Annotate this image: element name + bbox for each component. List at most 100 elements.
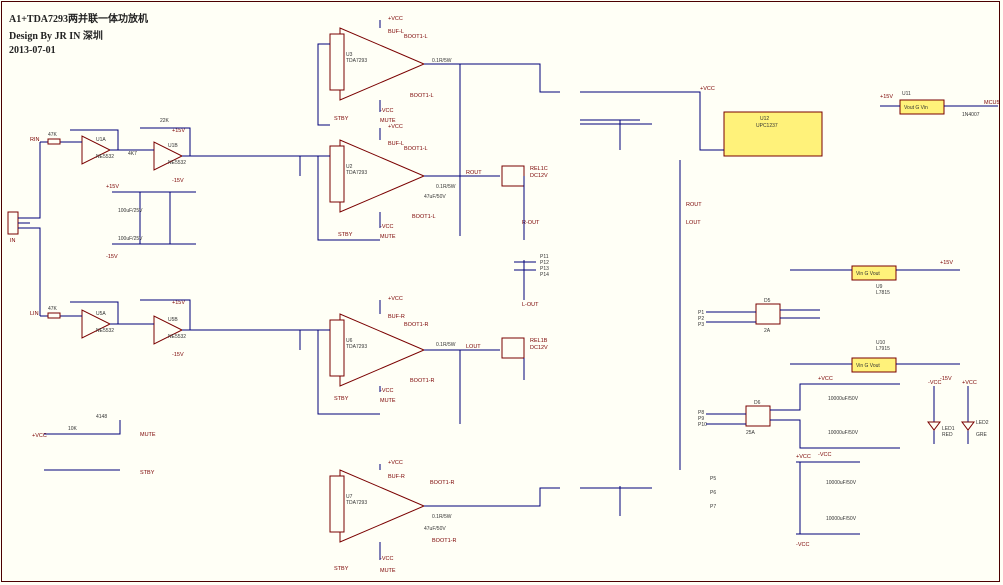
u9-ref: U9 <box>876 284 883 290</box>
amp-u7-mute: MUTE <box>380 568 396 574</box>
relay-left: REL1B DC12V LOUT L-OUT <box>466 302 548 380</box>
amp-u3-rout-resistor: 0.1R/5W <box>432 58 452 64</box>
reg-out-m15: -15V <box>940 376 952 382</box>
amp-u3-boot: BOOT1-L <box>404 34 428 40</box>
conn-p8: P8 <box>698 410 704 416</box>
c-bulk1: 10000uF/50V <box>828 396 859 402</box>
r-out-net: R-OUT <box>522 220 540 226</box>
bottom-supply-caps: +VCC -VCC 10000uF/50V 10000uF/50V P5 P6 … <box>710 454 860 548</box>
amp-u2-cap: 47uF/50V <box>424 194 446 200</box>
dec-m15: -15V <box>106 254 118 260</box>
opamp-u5a-part: NE5532 <box>96 328 114 334</box>
opamp-u1a-part: NE5532 <box>96 154 114 160</box>
opamp-u5b-part: NE5532 <box>168 334 186 340</box>
u10-pins: Vin G Vout <box>856 363 880 369</box>
conn-p1: P1 <box>698 310 704 316</box>
u10-ref: U10 <box>876 340 885 346</box>
input-opamp-u1a: U1A NE5532 47K RIN <box>30 129 140 165</box>
opamp-u5a-ref: U5A <box>96 311 106 317</box>
amp-u3-boot-b: BOOT1-L <box>410 93 434 99</box>
amp-u2-part: TDA7293 <box>346 170 367 176</box>
power-amp-u6: U6 TDA7293 +VCC BUF-R BOOT1-R BOOT1-R -V… <box>300 296 500 415</box>
dec-cap1: 100uF/25V <box>118 208 143 214</box>
led2-color: GRE <box>976 432 988 438</box>
conn-p3: P3 <box>698 322 704 328</box>
ms-vcc: +VCC <box>32 433 47 439</box>
amp-u3-mute: MUTE <box>380 118 396 124</box>
conn-p5: P5 <box>710 476 716 482</box>
dec-cap2: 100uF/25V <box>118 236 143 242</box>
u9-pins: Vin G Vout <box>856 271 880 277</box>
input-connector-label: IN <box>10 238 16 244</box>
d-4007: 1N4007 <box>962 112 980 118</box>
amp-u7-vcc: +VCC <box>388 460 403 466</box>
amp-u6-mute: MUTE <box>380 398 396 404</box>
conn-p6: P6 <box>710 490 716 496</box>
bridge-d5: D5 2A P1 P2 P3 <box>698 298 820 334</box>
speaker-terminals: P11 P12 P13 P14 <box>514 254 549 278</box>
power-leds: LED1 RED LED2 GRE -VCC +VCC <box>927 380 989 444</box>
amp-u6-boot-b: BOOT1-R <box>410 378 434 384</box>
power-amp-u2: U2 TDA7293 +VCC BUF-L BOOT1-L BOOT1-L -V… <box>300 124 500 241</box>
amp-u2-boot-b: BOOT1-L <box>412 214 436 220</box>
led1-ref: LED1 <box>942 426 955 432</box>
amp-u7-rout-resistor: 0.1R/5W <box>432 514 452 520</box>
amp-u3-part: TDA7293 <box>346 58 367 64</box>
relay-r-ref: REL1C <box>530 166 548 172</box>
amp-u7-ref: U7 <box>346 494 353 500</box>
d-4148: 4148 <box>96 414 107 420</box>
amp-u6-vcc-neg: -VCC <box>380 388 393 394</box>
relay-l-voltage: DC12V <box>530 345 548 351</box>
input-connector: IN <box>7 142 41 316</box>
amp-u6-rout-resistor: 0.1R/5W <box>436 342 456 348</box>
u11-ref: U11 <box>902 91 911 97</box>
amp-u3-stby: STBY <box>334 116 349 122</box>
ms-stby: STBY <box>140 470 155 476</box>
amp-u3-vcc-neg: -VCC <box>380 108 393 114</box>
d6-vcc-neg: -VCC <box>818 452 831 458</box>
r51-value: 47K <box>48 306 58 312</box>
u5b-m15: -15V <box>172 352 184 358</box>
prot-rout: ROUT <box>686 202 702 208</box>
amp-u7-part: TDA7293 <box>346 500 367 506</box>
amp-u7-stby: STBY <box>334 566 349 572</box>
amp-u2-rout-resistor: 0.1R/5W <box>436 184 456 190</box>
power-amp-u3: U3 TDA7293 +VCC BUF-L BOOT1-L BOOT1-L -V… <box>317 16 560 126</box>
u9-part: L7815 <box>876 290 890 296</box>
bridge-d6: D6 25A P8 P9 P10 +VCC -VCC 10000uF/50V 1… <box>698 376 900 458</box>
amp-u3-bufin: BUF-L <box>388 29 404 35</box>
prot-ref: U12 <box>760 116 769 122</box>
conn-p2: P2 <box>698 316 704 322</box>
amp-u6-vcc: +VCC <box>388 296 403 302</box>
u5b-p15: +15V <box>172 300 185 306</box>
conn-p7: P7 <box>710 504 716 510</box>
r4-value: 22K <box>160 118 170 124</box>
amp-u2-vcc-neg: -VCC <box>380 224 393 230</box>
led2-ref: LED2 <box>976 420 989 426</box>
d6-label: 25A <box>746 430 756 436</box>
opamp-u1b-part: NE5532 <box>168 160 186 166</box>
power-amp-u7: U7 TDA7293 +VCC BUF-R BOOT1-R BOOT1-R -V… <box>329 460 560 574</box>
amp-u6-boot: BOOT1-R <box>404 322 428 328</box>
amp-u6-bufin: BUF-R <box>388 314 405 320</box>
amp-u3-vcc: +VCC <box>388 16 403 22</box>
led1-color: RED <box>942 432 953 438</box>
term-p11: P11 <box>540 254 549 260</box>
input-opamp-u1b: U1B NE5532 +15V -15V 4K7 22K <box>128 118 300 184</box>
amp-u7-boot-b: BOOT1-R <box>432 538 456 544</box>
term-p13: P13 <box>540 266 549 272</box>
d5-label: 2A <box>764 328 771 334</box>
d6-ref: D6 <box>754 400 761 406</box>
d6-vcc: +VCC <box>818 376 833 382</box>
amp-u3-ref: U3 <box>346 52 353 58</box>
reg-out-p15: +15V <box>940 260 953 266</box>
relay-right: REL1C DC12V ROUT R-OUT <box>466 165 548 300</box>
opamp-u1b-ref: U1B <box>168 143 178 149</box>
reg-p15: +15V <box>880 94 893 100</box>
regulator-7915: Vin G Vout U10 L7915 -15V <box>790 340 960 382</box>
amp-u7-vcc-neg: -VCC <box>380 556 393 562</box>
amp-u2-bufin: BUF-L <box>388 141 404 147</box>
d5-ref: D5 <box>764 298 771 304</box>
